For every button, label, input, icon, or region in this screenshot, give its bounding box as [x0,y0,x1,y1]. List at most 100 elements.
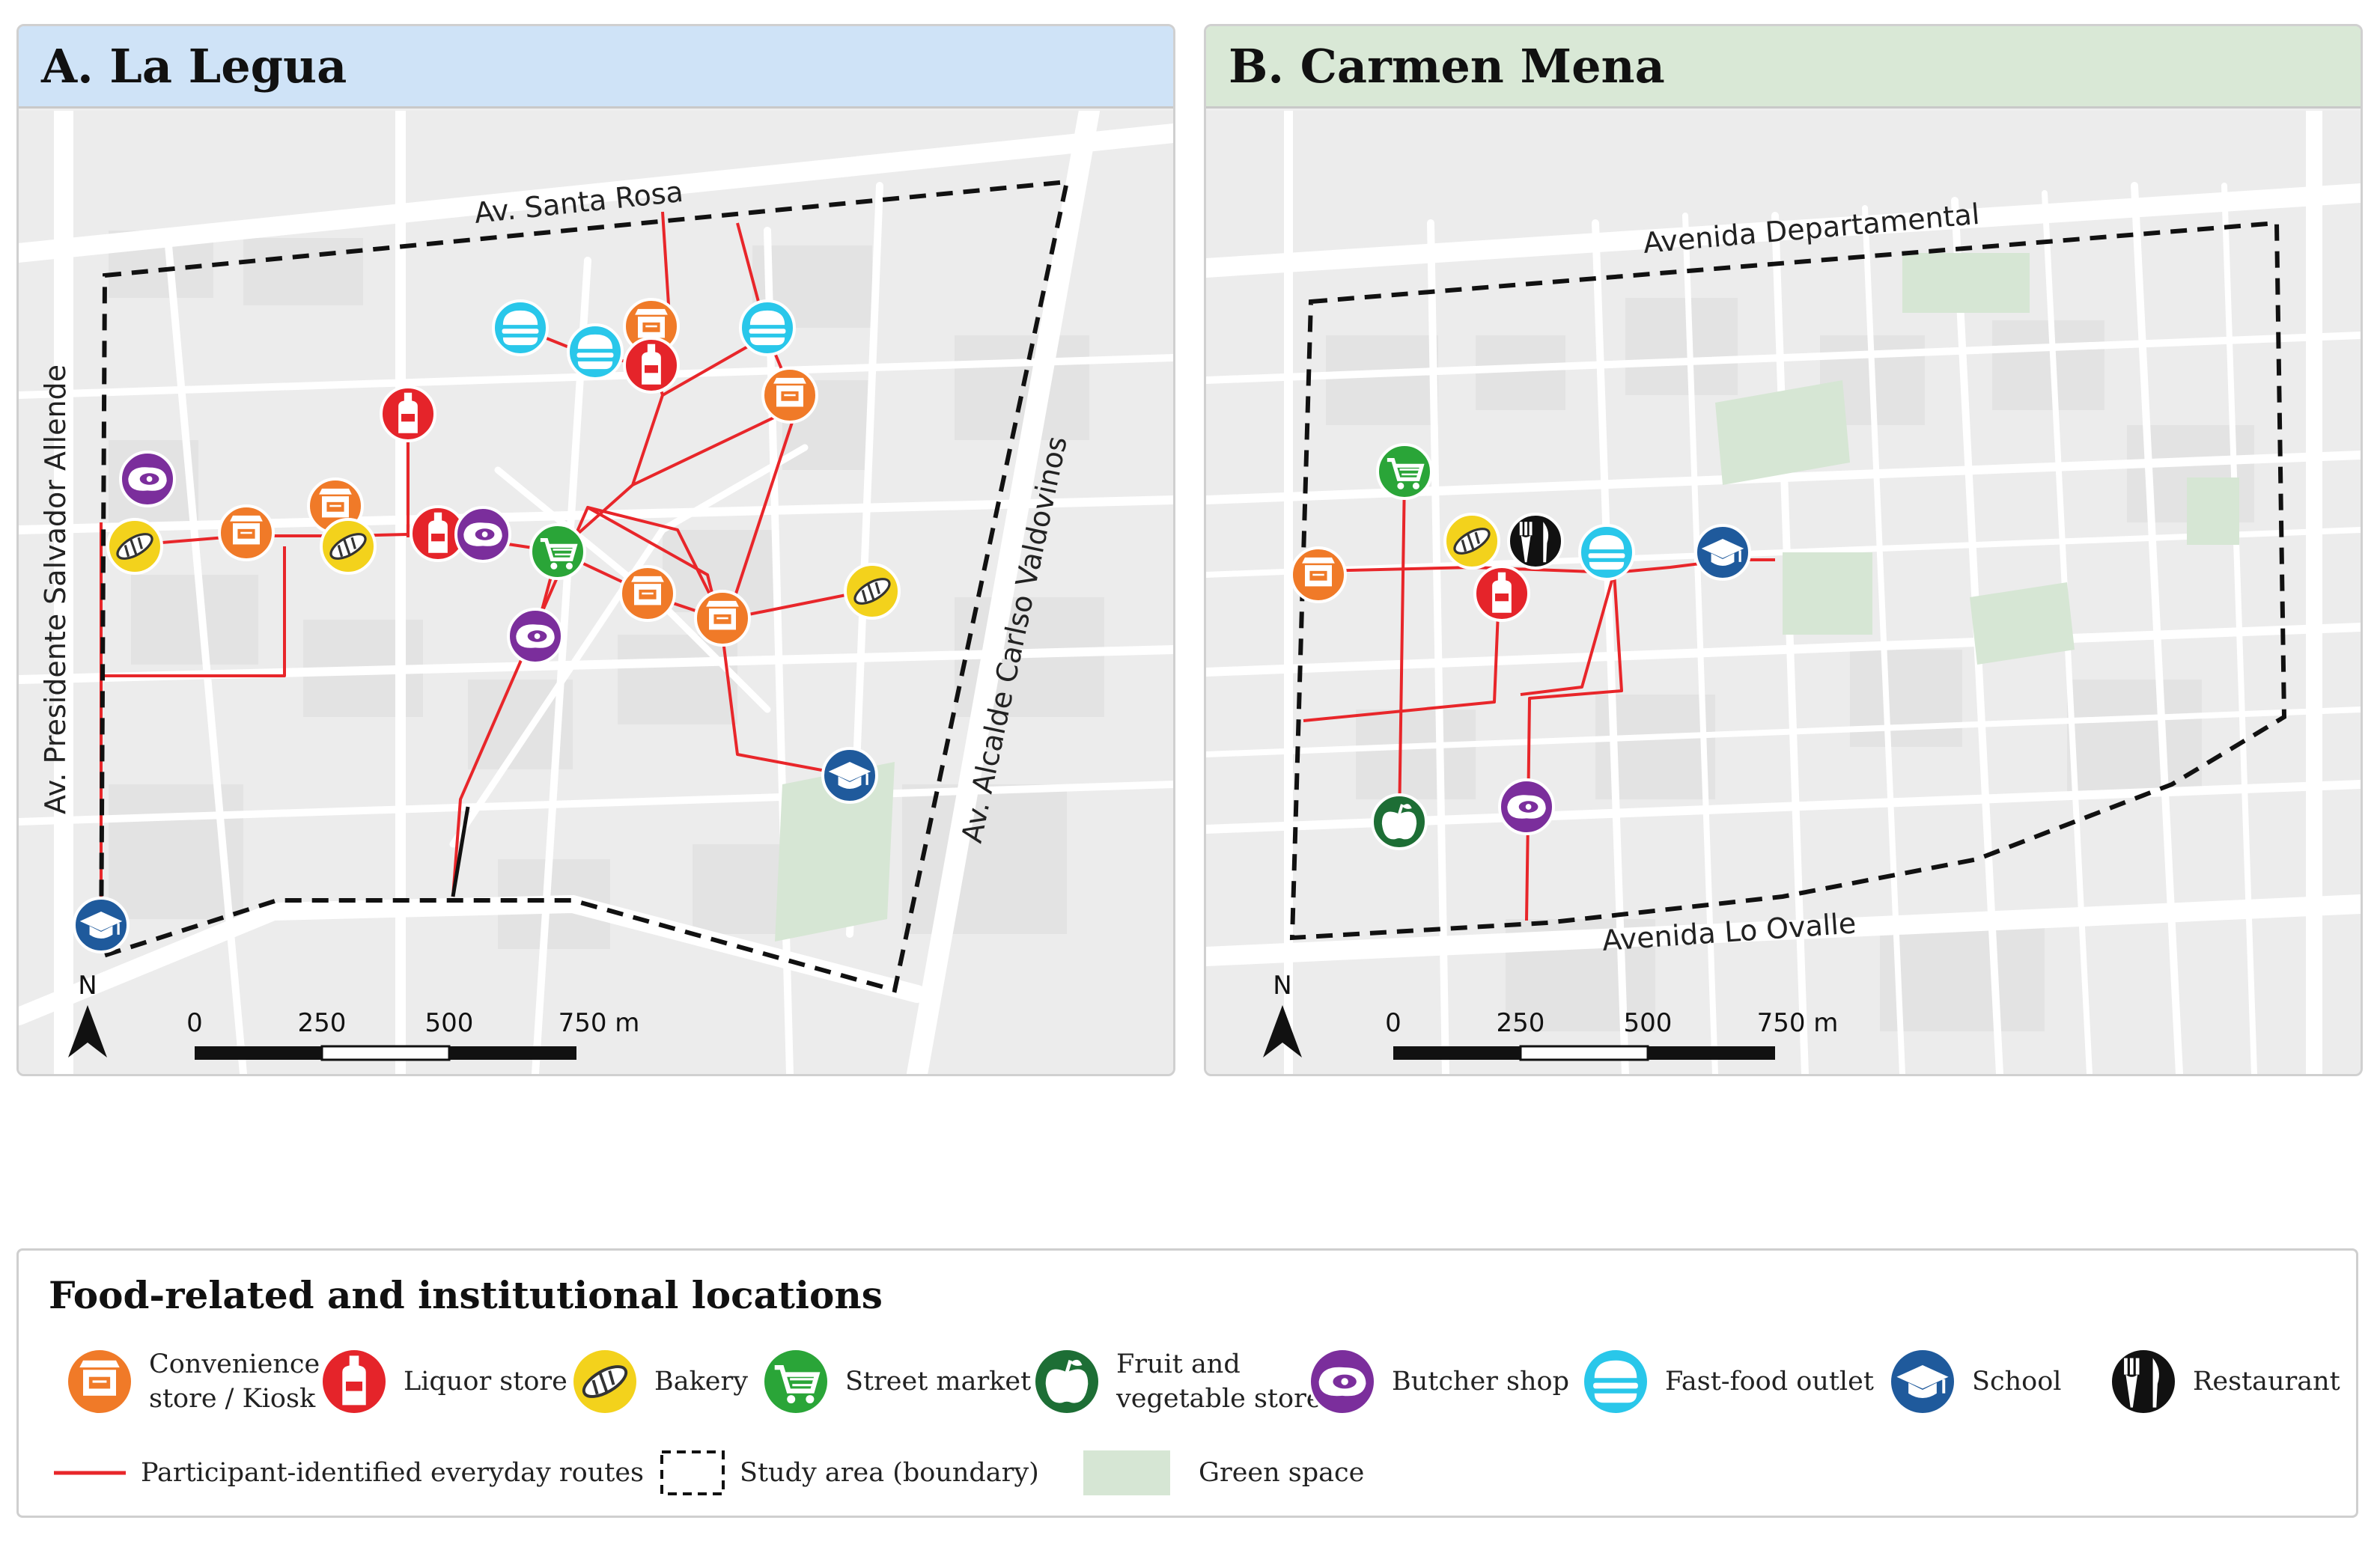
legend-label: Fast-food outlet [1665,1367,1874,1397]
map-marker-burger-icon [567,323,624,380]
legend-label: Bakery [654,1367,749,1397]
map-marker-bread-icon [1443,513,1500,570]
map-marker-fork-knife-icon [1507,513,1564,570]
legend-item-boundary: Study area (boundary) [659,1447,1039,1499]
panel-header: A. La Legua [19,26,1173,109]
north-arrow-icon [68,1005,107,1058]
legend-label: Butcher shop [1392,1367,1570,1397]
panel-header: B. Carmen Mena [1206,26,2361,109]
scale-bar: 0 250 500 750 m [186,1008,640,1061]
legend-item-liquor: Liquor store [318,1340,567,1423]
map-marker-cart-icon [1376,443,1433,500]
scale-label: 0 [186,1008,203,1038]
legend-label: Convenience [149,1349,320,1379]
north-arrow-icon [1263,1005,1302,1058]
legend-label: Street market [845,1367,1032,1397]
legend-item-market: Street market [760,1340,1031,1423]
map-marker-bottle-icon [380,385,436,442]
green-space [1715,253,2239,665]
bread-icon [570,1347,639,1416]
route [721,634,850,777]
legend-label: Fruit and [1116,1349,1241,1379]
route [587,506,724,620]
legend-label: School [1972,1367,2062,1397]
map-marker-bread-icon [844,563,901,620]
map-marker-burger-icon [1578,524,1635,581]
route [101,546,286,677]
green-space-swatch [1083,1450,1170,1495]
study-area-boundary [1289,220,2287,941]
map-marker-meat-icon [1498,778,1555,835]
bottle-icon [320,1347,389,1416]
panel-title: B. Carmen Mena [1229,39,1665,94]
legend-label: Green space [1199,1458,1365,1488]
map-marker-kiosk-icon [619,565,676,622]
route [1303,611,1500,722]
north-label: N [1273,971,1291,1001]
map-marker-kiosk-icon [218,504,275,561]
scale-label: 0 [1385,1008,1401,1038]
map-marker-graduation-cap-icon [821,747,878,804]
scale-label: 250 [1497,1008,1545,1038]
map-marker-meat-icon [507,608,564,665]
legend-item-fastfood: Fast-food outlet [1580,1340,1874,1423]
route [1398,477,1406,823]
fork-knife-icon [2109,1347,2178,1416]
panel-la-legua: A. La Legua [16,24,1175,1076]
legend-label: Participant-identified everyday routes [141,1458,644,1488]
legend-item-fruit: Fruit and vegetable store [1031,1340,1322,1423]
cart-icon [761,1347,830,1416]
map-marker-cart-icon [529,523,586,580]
legend-item-convenience: Convenience store / Kiosk [64,1340,320,1423]
route [1525,572,1623,921]
legend-item-butcher: Butcher shop [1306,1340,1569,1423]
map-marker-kiosk-icon [1290,546,1347,603]
map-marker-bottle-icon [410,505,466,562]
map-marker-meat-icon [454,506,511,563]
panel-title: A. La Legua [41,39,347,94]
map-marker-burger-icon [492,299,549,356]
legend-item-routes: Participant-identified everyday routes [52,1447,644,1499]
map-la-legua: Av. Santa Rosa Av. Presidente Salvador A… [19,111,1173,1074]
map-marker-bread-icon [106,518,163,575]
legend-title: Food-related and institutional locations [49,1273,883,1317]
map-marker-apple-icon [1371,793,1428,850]
street-label: Av. Presidente Salvador Allende [39,364,72,814]
scale-bar: 0 250 500 750 m [1385,1008,1839,1061]
legend-label: vegetable store [1116,1384,1322,1414]
legend-item-green: Green space [1082,1447,1364,1499]
map-marker-graduation-cap-icon [73,897,130,953]
burger-icon [1581,1347,1650,1416]
legend-label: store / Kiosk [149,1384,316,1414]
north-label: N [78,971,97,1001]
route [1520,572,1616,696]
scale-label: 250 [298,1008,347,1038]
graduation-cap-icon [1888,1347,1957,1416]
map-marker-burger-icon [739,299,796,356]
route-line-swatch [54,1471,126,1475]
legend-item-restaurant: Restaurant [2107,1340,2340,1423]
scale-label: 500 [425,1008,474,1038]
legend-label: Study area (boundary) [740,1458,1039,1488]
map-marker-meat-icon [119,451,176,507]
legend-label: Restaurant [2193,1367,2340,1397]
route [557,550,873,621]
map-marker-graduation-cap-icon [1694,524,1751,581]
map-carmen-mena: Avenida Departamental Avenida Lo Ovalle … [1206,111,2361,1074]
scale-label: 750 m [559,1008,640,1038]
panel-carmen-mena: B. Carmen Mena [1204,24,2363,1076]
boundary-swatch [660,1450,725,1495]
meat-icon [1308,1347,1377,1416]
legend-item-bakery: Bakery [569,1340,748,1423]
legend-item-school: School [1887,1340,2061,1423]
map-marker-kiosk-icon [623,298,680,355]
apple-icon [1032,1347,1101,1416]
map-marker-bottle-icon [623,337,680,394]
legend: Food-related and institutional locations… [16,1248,2358,1518]
kiosk-icon [65,1347,134,1416]
scale-label: 750 m [1757,1008,1839,1038]
map-marker-bottle-icon [1473,565,1530,622]
map-marker-kiosk-icon [694,590,751,647]
map-marker-kiosk-icon [761,367,818,424]
green-space [775,762,895,942]
